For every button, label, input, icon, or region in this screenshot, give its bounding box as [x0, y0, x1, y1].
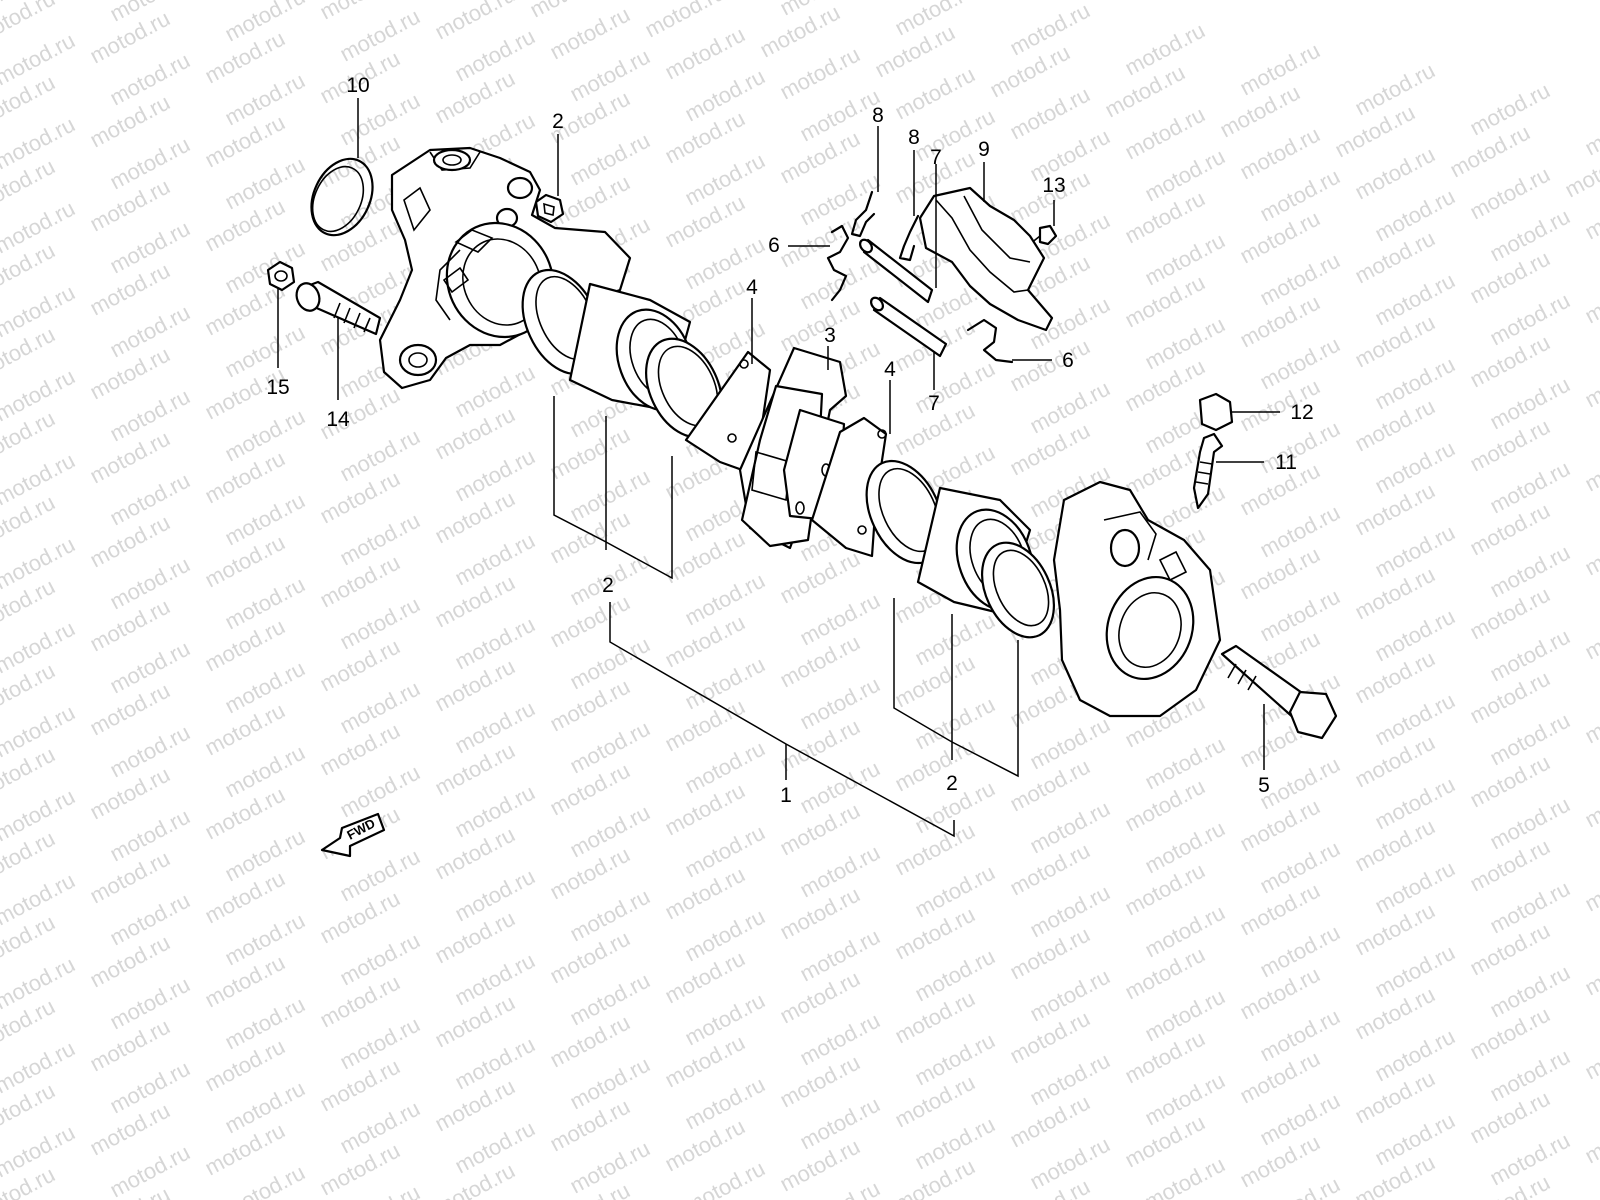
part-11-bleeder [1192, 432, 1224, 510]
part-9-cover [918, 186, 1054, 332]
callouts: 10 2 15 14 8 8 7 9 13 6 6 7 3 4 4 12 11 … [266, 74, 1313, 807]
callout-10: 10 [346, 74, 369, 97]
caliper-bracket [378, 146, 632, 390]
part-12-cap [1198, 392, 1234, 432]
part-13-screw [1029, 224, 1058, 246]
leader-lines [277, 98, 1280, 838]
part-14-bolt [295, 280, 382, 336]
callout-14: 14 [326, 408, 350, 431]
caliper-body-right [1052, 480, 1222, 718]
part-7-pin-b [869, 296, 948, 358]
part-5-bolt [1220, 644, 1338, 740]
callout-7-a: 7 [930, 146, 942, 169]
part-7-pin-a [858, 238, 934, 304]
watermark-text: motod.ru [1581, 434, 1600, 497]
callout-3: 3 [824, 324, 836, 347]
callout-4-b: 4 [884, 358, 896, 381]
part-15-cap [266, 260, 296, 292]
watermark-text: motod.ru [1581, 770, 1600, 833]
callout-6-a: 6 [768, 234, 780, 257]
callout-2-top: 2 [552, 110, 564, 133]
callout-13: 13 [1042, 174, 1065, 197]
right-shim [810, 416, 888, 558]
right-piston-group [865, 459, 1055, 639]
callout-9: 9 [978, 138, 990, 161]
callout-2-right: 2 [946, 772, 958, 795]
part-10-cap [310, 157, 374, 237]
watermark-text: motod.ru [1581, 602, 1600, 665]
callout-6-b: 6 [1062, 349, 1074, 372]
callout-4-a: 4 [746, 276, 758, 299]
callout-15: 15 [266, 376, 289, 399]
callout-11: 11 [1275, 451, 1297, 474]
part-8-clip-a [850, 190, 876, 238]
watermark-text: motod.ru [1581, 1022, 1600, 1085]
watermark-text: motod.ru [1581, 98, 1600, 161]
watermark-text: motod.ru [1581, 686, 1600, 749]
callout-8-a: 8 [872, 104, 884, 127]
watermark-text: motod.ru [1581, 854, 1600, 917]
watermark-text: motod.ru [1581, 266, 1600, 329]
callout-7-b: 7 [928, 392, 940, 415]
callout-1: 1 [780, 784, 792, 807]
part-8-clip-b [898, 214, 920, 262]
callout-2-left: 2 [602, 574, 614, 597]
part-6-spring-b [966, 318, 1014, 364]
watermark-text: motod.ru [1581, 350, 1600, 413]
part-2-seal-small [534, 193, 565, 224]
callout-8-b: 8 [908, 126, 920, 149]
part-6-spring-a [826, 224, 850, 302]
callout-12: 12 [1290, 401, 1313, 424]
callout-5: 5 [1258, 774, 1270, 797]
watermark-text: motod.ru [1581, 1106, 1600, 1169]
watermark-text: motod.ru [1581, 518, 1600, 581]
watermark-text: motod.ru [1581, 938, 1600, 1001]
left-piston-group [521, 268, 723, 439]
